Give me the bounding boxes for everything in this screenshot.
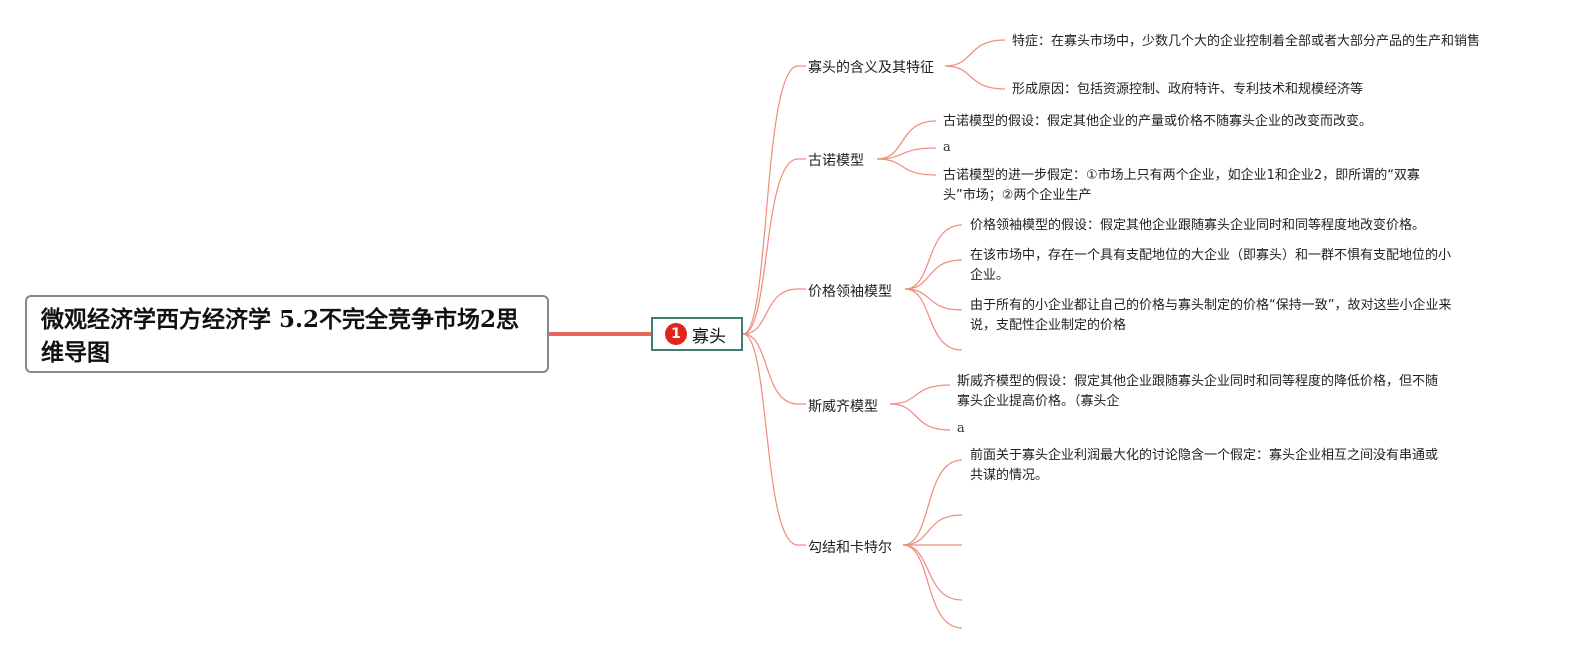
root-node[interactable]: 微观经济学西方经济学 5.2不完全竞争市场2思维导图	[25, 295, 549, 373]
branch-sweezy-model[interactable]: 斯威齐模型	[808, 399, 878, 415]
branch-to-leaf-line	[904, 224, 963, 290]
leaf-small-firms-price[interactable]: 由于所有的小企业都让自己的价格与寡头制定的价格“保持一致”，故对这些小企业来说，…	[970, 298, 1452, 333]
branch-cournot-model[interactable]: 古诺模型	[808, 153, 864, 169]
topic-to-branch-line	[742, 65, 799, 335]
branch-to-leaf-line	[889, 384, 951, 405]
branch-to-leaf-line	[904, 259, 963, 290]
branch-to-leaf-line	[876, 147, 937, 160]
topic-label: 寡头	[692, 326, 726, 347]
root-title: 微观经济学西方经济学 5.2不完全竞争市场2思维导图	[41, 306, 520, 366]
branch-to-leaf-line	[902, 544, 963, 629]
topic-node-oligopoly[interactable]: 1 寡头	[651, 317, 743, 351]
leaf-feature[interactable]: 特症：在寡头市场中，少数几个大的企业控制着全部或者大部分产品的生产和销售	[1012, 34, 1481, 49]
leaf-collusion-assumption[interactable]: 前面关于寡头企业利润最大化的讨论隐含一个假定：寡头企业相互之间没有串通或共谋的情…	[970, 448, 1439, 483]
branch-oligopoly-definition[interactable]: 寡头的含义及其特征	[808, 60, 934, 76]
branch-to-leaf-line	[904, 288, 963, 311]
branch-to-leaf-line	[904, 288, 963, 351]
branch-to-leaf-line	[902, 544, 963, 601]
leaf-price-leadership-assumption[interactable]: 价格领袖模型的假设：假定其他企业跟随寡头企业同时和同等程度地改变价格。	[970, 218, 1426, 233]
priority-badge-icon: 1	[665, 323, 687, 345]
leaf-cournot-marker[interactable]: a	[943, 140, 951, 155]
leaf-cournot-further-assumption[interactable]: 古诺模型的进一步假定：①市场上只有两个企业，如企业1和企业2，即所谓的“双寡头”…	[943, 168, 1420, 203]
topic-to-branch-line	[742, 333, 799, 546]
branch-price-leadership-model[interactable]: 价格领袖模型	[808, 284, 892, 300]
branch-to-leaf-line	[902, 514, 963, 546]
topic-to-branch-line	[742, 288, 799, 335]
leaf-sweezy-marker[interactable]: a	[957, 421, 965, 436]
branch-to-leaf-line	[876, 158, 937, 176]
leaf-formation-cause[interactable]: 形成原因：包括资源控制、政府特许、专利技术和规模经济等	[1012, 82, 1364, 97]
branch-collusion-cartel[interactable]: 勾结和卡特尔	[808, 540, 892, 556]
topic-to-branch-line	[742, 333, 799, 405]
leaf-dominant-firm[interactable]: 在该市场中，存在一个具有支配地位的大企业（即寡头）和一群不惧有支配地位的小企业。	[970, 248, 1452, 283]
leaf-cournot-assumption[interactable]: 古诺模型的假设：假定其他企业的产量或价格不随寡头企业的改变而改变。	[943, 114, 1373, 129]
branch-to-leaf-line	[944, 65, 1006, 90]
branch-to-leaf-line	[876, 120, 937, 160]
branch-to-leaf-line	[889, 403, 951, 431]
topic-to-branch-line	[742, 158, 799, 335]
leaf-sweezy-assumption[interactable]: 斯威齐模型的假设：假定其他企业跟随寡头企业同时和同等程度的降低价格，但不随寡头企…	[957, 374, 1439, 409]
branch-to-leaf-line	[944, 39, 1006, 67]
branch-to-leaf-line	[902, 459, 963, 546]
